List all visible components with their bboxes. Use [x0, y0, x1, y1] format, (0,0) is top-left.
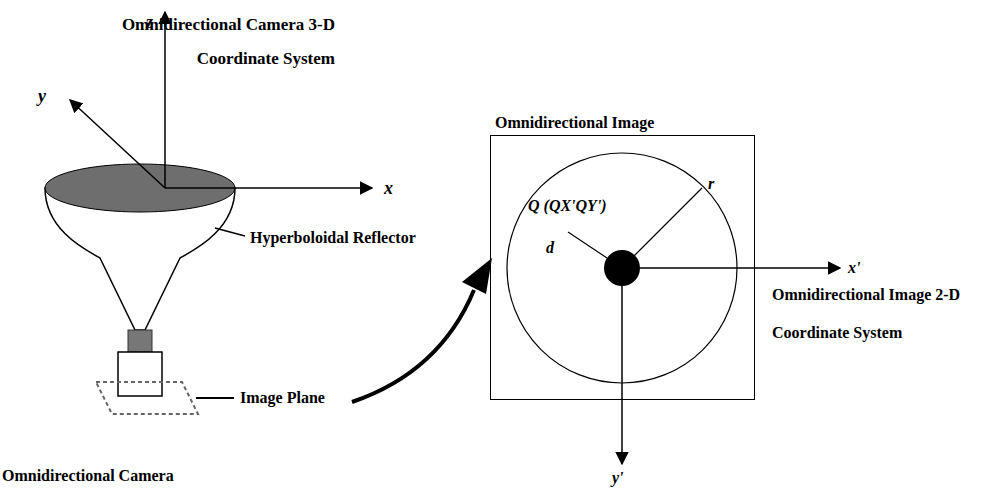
radius-line [634, 188, 702, 256]
y-prime-axis [621, 286, 623, 464]
axis-label: x' [848, 258, 860, 278]
x-prime-axis [640, 267, 840, 269]
caption-label: Omnidirectional Camera [2, 466, 174, 486]
z-axis [164, 12, 166, 188]
y-axis [70, 100, 165, 188]
image-plane [96, 382, 198, 414]
transfer-arrow-head [462, 258, 492, 294]
axis-label: d [546, 238, 554, 258]
camera-lens [128, 330, 152, 352]
caption-label: Omnidirectional Camera 3-D Coordinate Sy… [95, 8, 335, 76]
image-frame: Omnidirectional Image [490, 135, 755, 400]
axis-label: y' [612, 468, 624, 488]
axis-label: y [38, 86, 46, 106]
image-heading: Omnidirectional Image [495, 114, 654, 132]
axis-label: Q (QX'QY') [528, 196, 607, 216]
caption-label: Hyperboloidal Reflector [250, 228, 416, 248]
transfer-arrow [352, 290, 474, 402]
axis-label: z [146, 12, 153, 32]
leader-line [196, 397, 234, 399]
distance-line [568, 232, 607, 258]
camera-body [118, 352, 162, 396]
x-axis [165, 187, 372, 189]
axis-label: x [384, 178, 393, 198]
caption-label: Omnidirectional Image 2-D Coordinate Sys… [772, 276, 998, 352]
leader-line [215, 228, 245, 236]
axis-label: r [708, 174, 714, 194]
caption-label: Image Plane [240, 388, 325, 408]
